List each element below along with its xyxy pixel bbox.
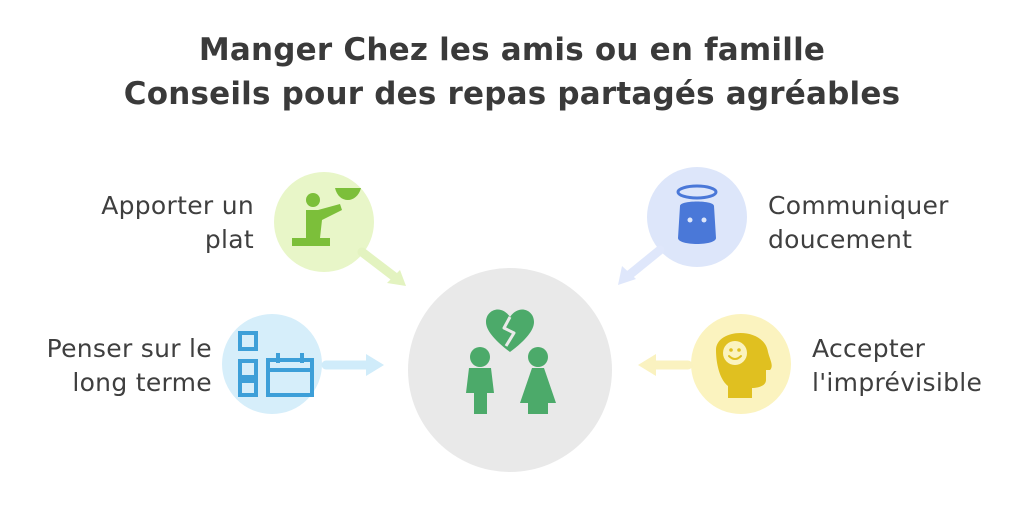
- communiquer-line-2: doucement: [768, 225, 913, 254]
- apporter-arrow: [357, 247, 401, 283]
- center-circle: [408, 268, 612, 472]
- accepter-line-2: l'imprévisible: [812, 368, 983, 397]
- apporter-circle: [274, 172, 374, 272]
- diagram-title: Manger Chez les amis ou en famille Conse…: [0, 28, 1024, 116]
- communiquer-line-1: Communiquer: [768, 191, 949, 220]
- item-apporter: [274, 172, 406, 286]
- kneeling-offering-icon: [292, 188, 361, 246]
- title-line-1: Manger Chez les amis ou en famille: [198, 32, 826, 68]
- item-penser: [222, 314, 384, 414]
- item-accepter: [638, 314, 791, 414]
- penser-circle: [222, 314, 322, 414]
- label-accepter: Accepter l'imprévisible: [812, 332, 1018, 400]
- label-penser: Penser sur le long terme: [4, 332, 212, 400]
- title-line-2: Conseils pour des repas partagés agréabl…: [123, 76, 901, 112]
- penser-line-1: Penser sur le: [46, 334, 212, 363]
- apporter-line-1: Apporter un: [101, 191, 254, 220]
- planning-calendar-icon: [238, 331, 314, 397]
- item-communiquer: [618, 167, 747, 285]
- label-communiquer: Communiquer doucement: [768, 189, 998, 257]
- apporter-line-2: plat: [204, 225, 254, 254]
- halo-head-icon: [676, 184, 718, 244]
- label-apporter: Apporter un plat: [40, 189, 254, 257]
- accepter-line-1: Accepter: [812, 334, 926, 363]
- broken-heart-couple-icon: [466, 309, 556, 414]
- smiling-head-icon: [716, 333, 772, 398]
- communiquer-arrow: [623, 245, 665, 281]
- penser-line-2: long terme: [72, 368, 212, 397]
